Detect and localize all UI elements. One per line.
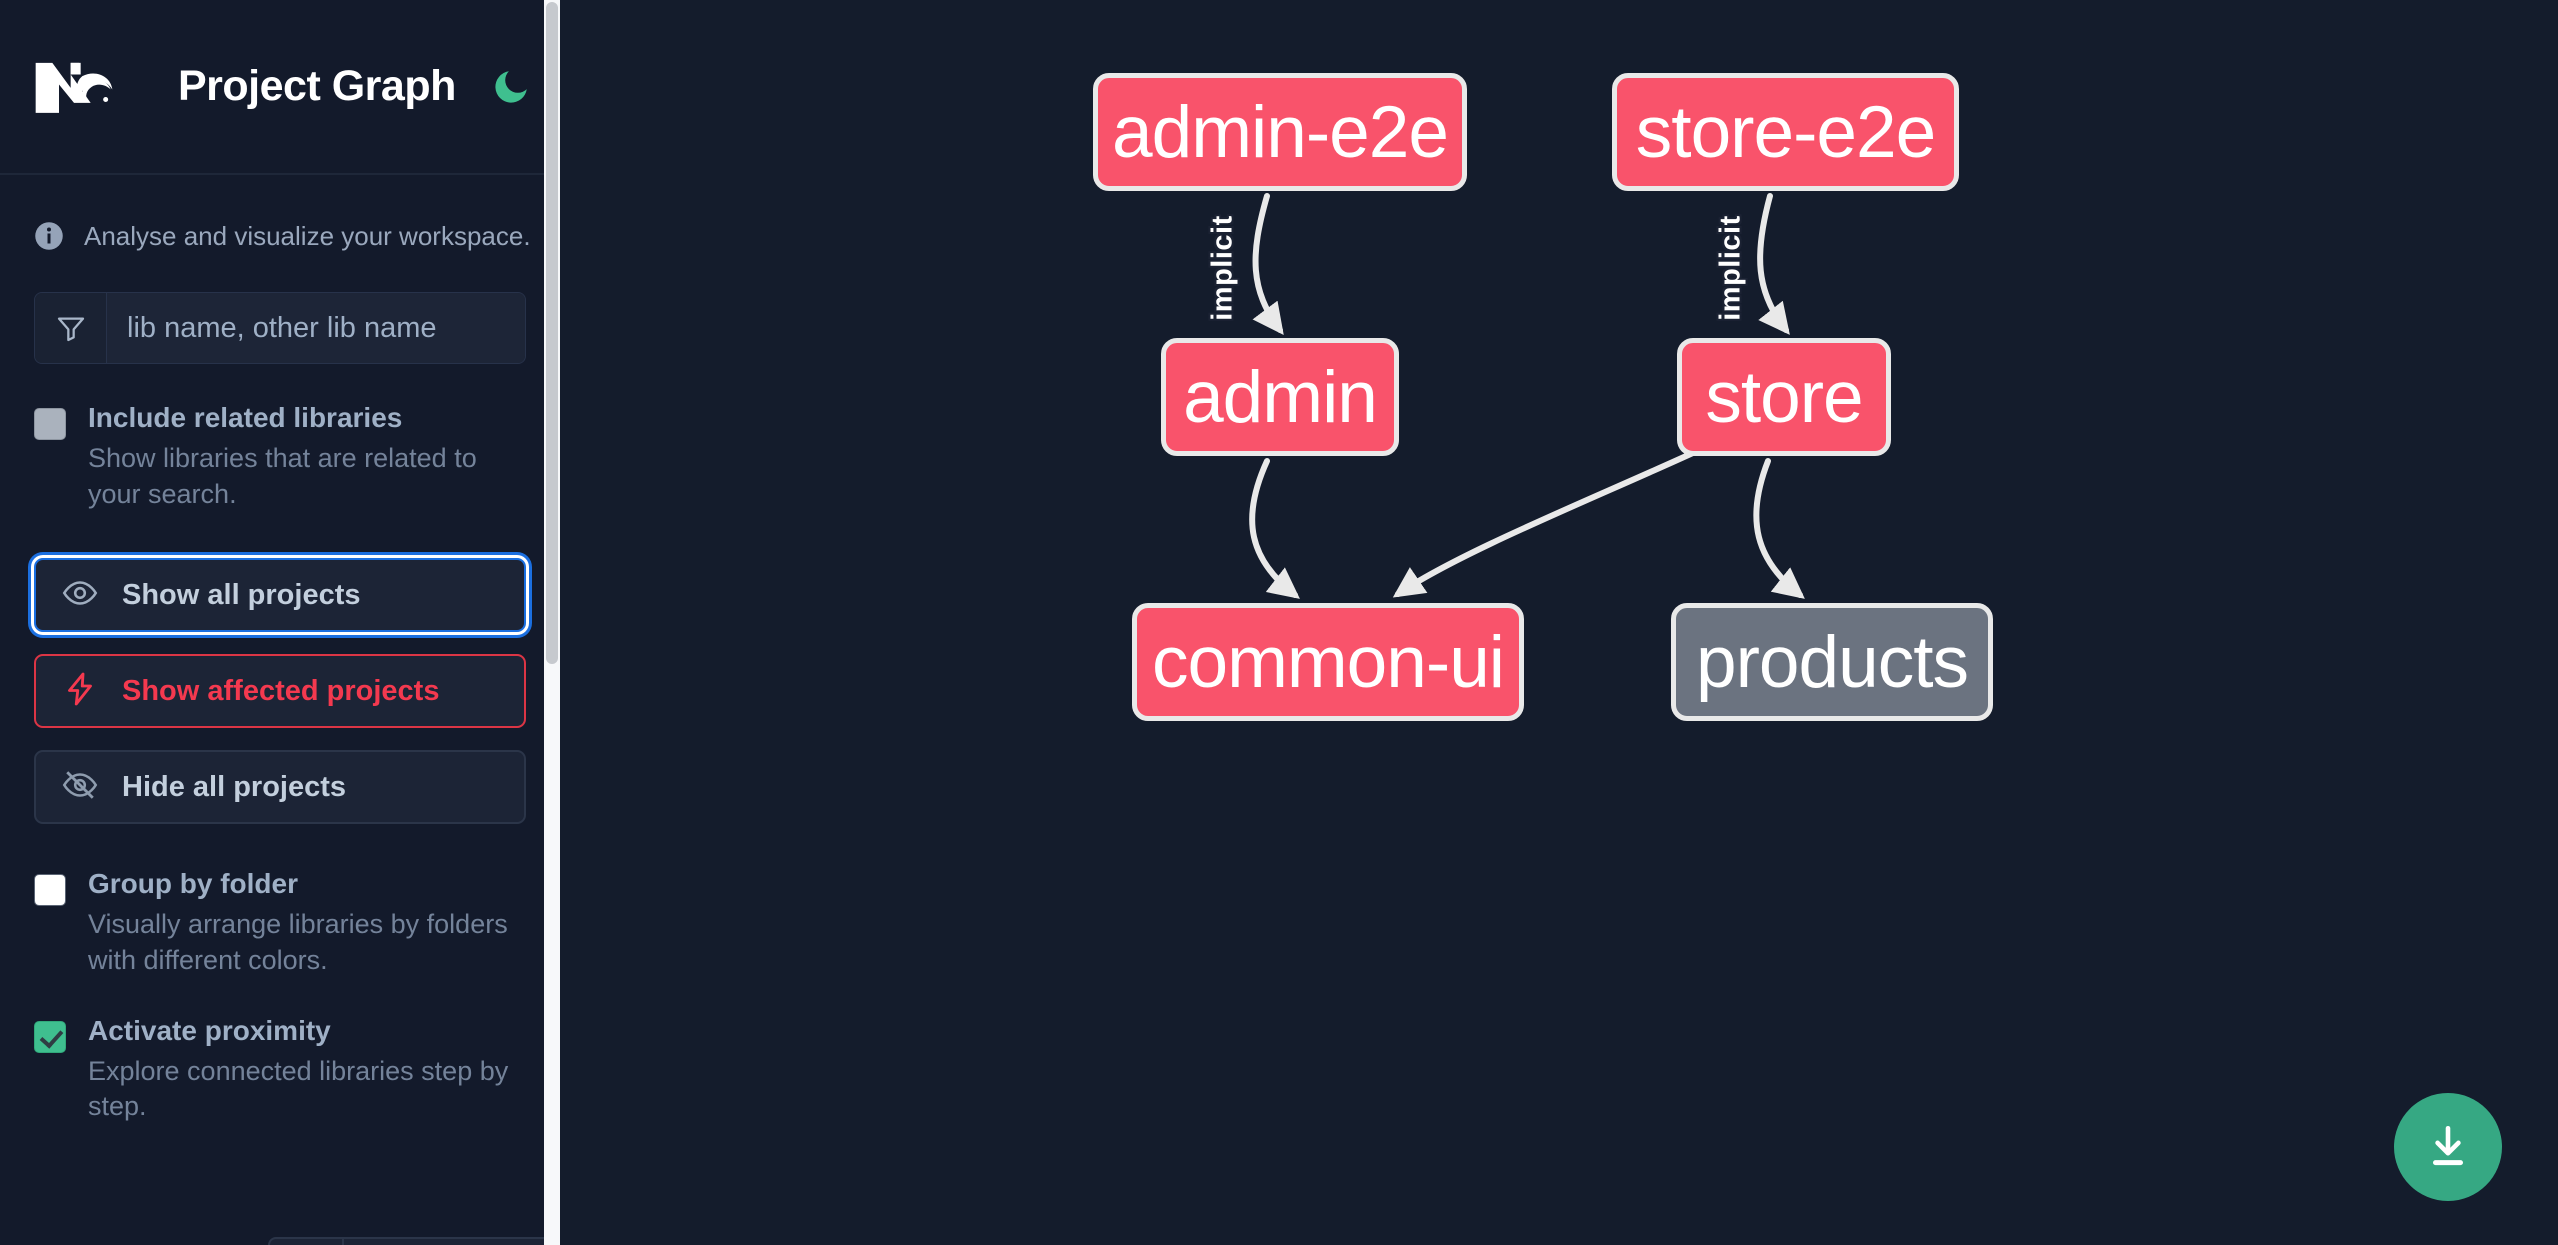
moon-icon[interactable] <box>490 64 532 110</box>
sidebar-body: Include related libraries Show libraries… <box>0 292 560 1125</box>
node-label: products <box>1696 621 1969 703</box>
eye-off-icon <box>62 767 98 808</box>
tagline-text: Analyse and visualize your workspace. <box>84 220 531 251</box>
option-texts: Activate proximity Explore connected lib… <box>88 1014 526 1125</box>
graph-node-common-ui[interactable]: common-ui <box>1132 603 1524 721</box>
show-affected-projects-button[interactable]: Show affected projects <box>34 654 526 729</box>
hide-all-projects-button[interactable]: Hide all projects <box>34 750 526 825</box>
edge-store-products <box>1753 458 1805 599</box>
option-texts: Group by folder Visually arrange librari… <box>88 870 526 978</box>
option-group-by-folder[interactable]: Group by folder Visually arrange librari… <box>34 870 526 978</box>
graph-node-products[interactable]: products <box>1671 603 1993 721</box>
node-label: store-e2e <box>1635 91 1936 173</box>
button-label: Show all projects <box>122 578 361 611</box>
option-activate-proximity[interactable]: Activate proximity Explore connected lib… <box>34 1014 526 1125</box>
edge-store-common-ui <box>1392 449 1698 598</box>
group-by-folder-checkbox[interactable] <box>34 874 66 907</box>
sidebar-scrollbar-thumb[interactable] <box>546 2 558 664</box>
search-input[interactable] <box>107 293 525 363</box>
graph-node-store[interactable]: store <box>1677 338 1891 456</box>
option-description: Visually arrange libraries by folders wi… <box>88 909 508 975</box>
node-label: common-ui <box>1151 621 1505 703</box>
tagline-row: Analyse and visualize your workspace. <box>0 175 560 265</box>
show-all-projects-button[interactable]: Show all projects <box>34 558 526 633</box>
nx-logo-icon <box>34 56 134 118</box>
filter-icon <box>35 293 107 363</box>
option-description: Show libraries that are related to your … <box>88 443 477 509</box>
sidebar-scrollbar-track[interactable] <box>544 0 560 1245</box>
option-label: Activate proximity <box>88 1014 331 1046</box>
edge-admin-common-ui <box>1249 458 1300 599</box>
node-label: admin <box>1183 356 1378 438</box>
option-include-related-libraries[interactable]: Include related libraries Show libraries… <box>34 404 526 512</box>
proximity-stepper-control[interactable] <box>268 1237 560 1245</box>
option-label: Group by folder <box>88 868 298 900</box>
button-label: Show affected projects <box>122 674 440 707</box>
button-label: Hide all projects <box>122 770 347 803</box>
option-description: Explore connected libraries step by step… <box>88 1055 509 1122</box>
sidebar: Project Graph Analyse and visualize your… <box>0 0 560 1245</box>
lightning-bolt-icon <box>62 671 98 712</box>
include-related-libraries-checkbox[interactable] <box>34 408 66 440</box>
node-label: store <box>1705 356 1863 438</box>
option-label: Include related libraries <box>88 402 403 433</box>
search-row <box>34 292 526 364</box>
info-icon <box>34 221 64 251</box>
graph-edges <box>1249 193 1805 599</box>
page-title: Project Graph <box>178 62 456 110</box>
node-label: admin-e2e <box>1112 91 1449 173</box>
download-icon <box>2433 1125 2463 1166</box>
stepper-divider <box>342 1239 344 1245</box>
edge-store-e2e-store <box>1757 193 1790 335</box>
graph-node-admin-e2e[interactable]: admin-e2e <box>1093 73 1467 191</box>
graph-canvas[interactable]: admin-e2e store-e2e admin store common-u… <box>560 0 2558 1245</box>
eye-icon <box>62 575 98 616</box>
graph-node-admin[interactable]: admin <box>1161 338 1399 456</box>
download-image-button[interactable] <box>2394 1093 2502 1201</box>
activate-proximity-checkbox[interactable] <box>34 1020 66 1053</box>
graph-node-store-e2e[interactable]: store-e2e <box>1612 73 1959 191</box>
edge-admin-e2e-admin <box>1252 193 1284 335</box>
sidebar-header: Project Graph <box>0 0 560 175</box>
option-texts: Include related libraries Show libraries… <box>88 404 526 512</box>
projects-button-group: Show all projects Show affected projects <box>34 558 526 825</box>
